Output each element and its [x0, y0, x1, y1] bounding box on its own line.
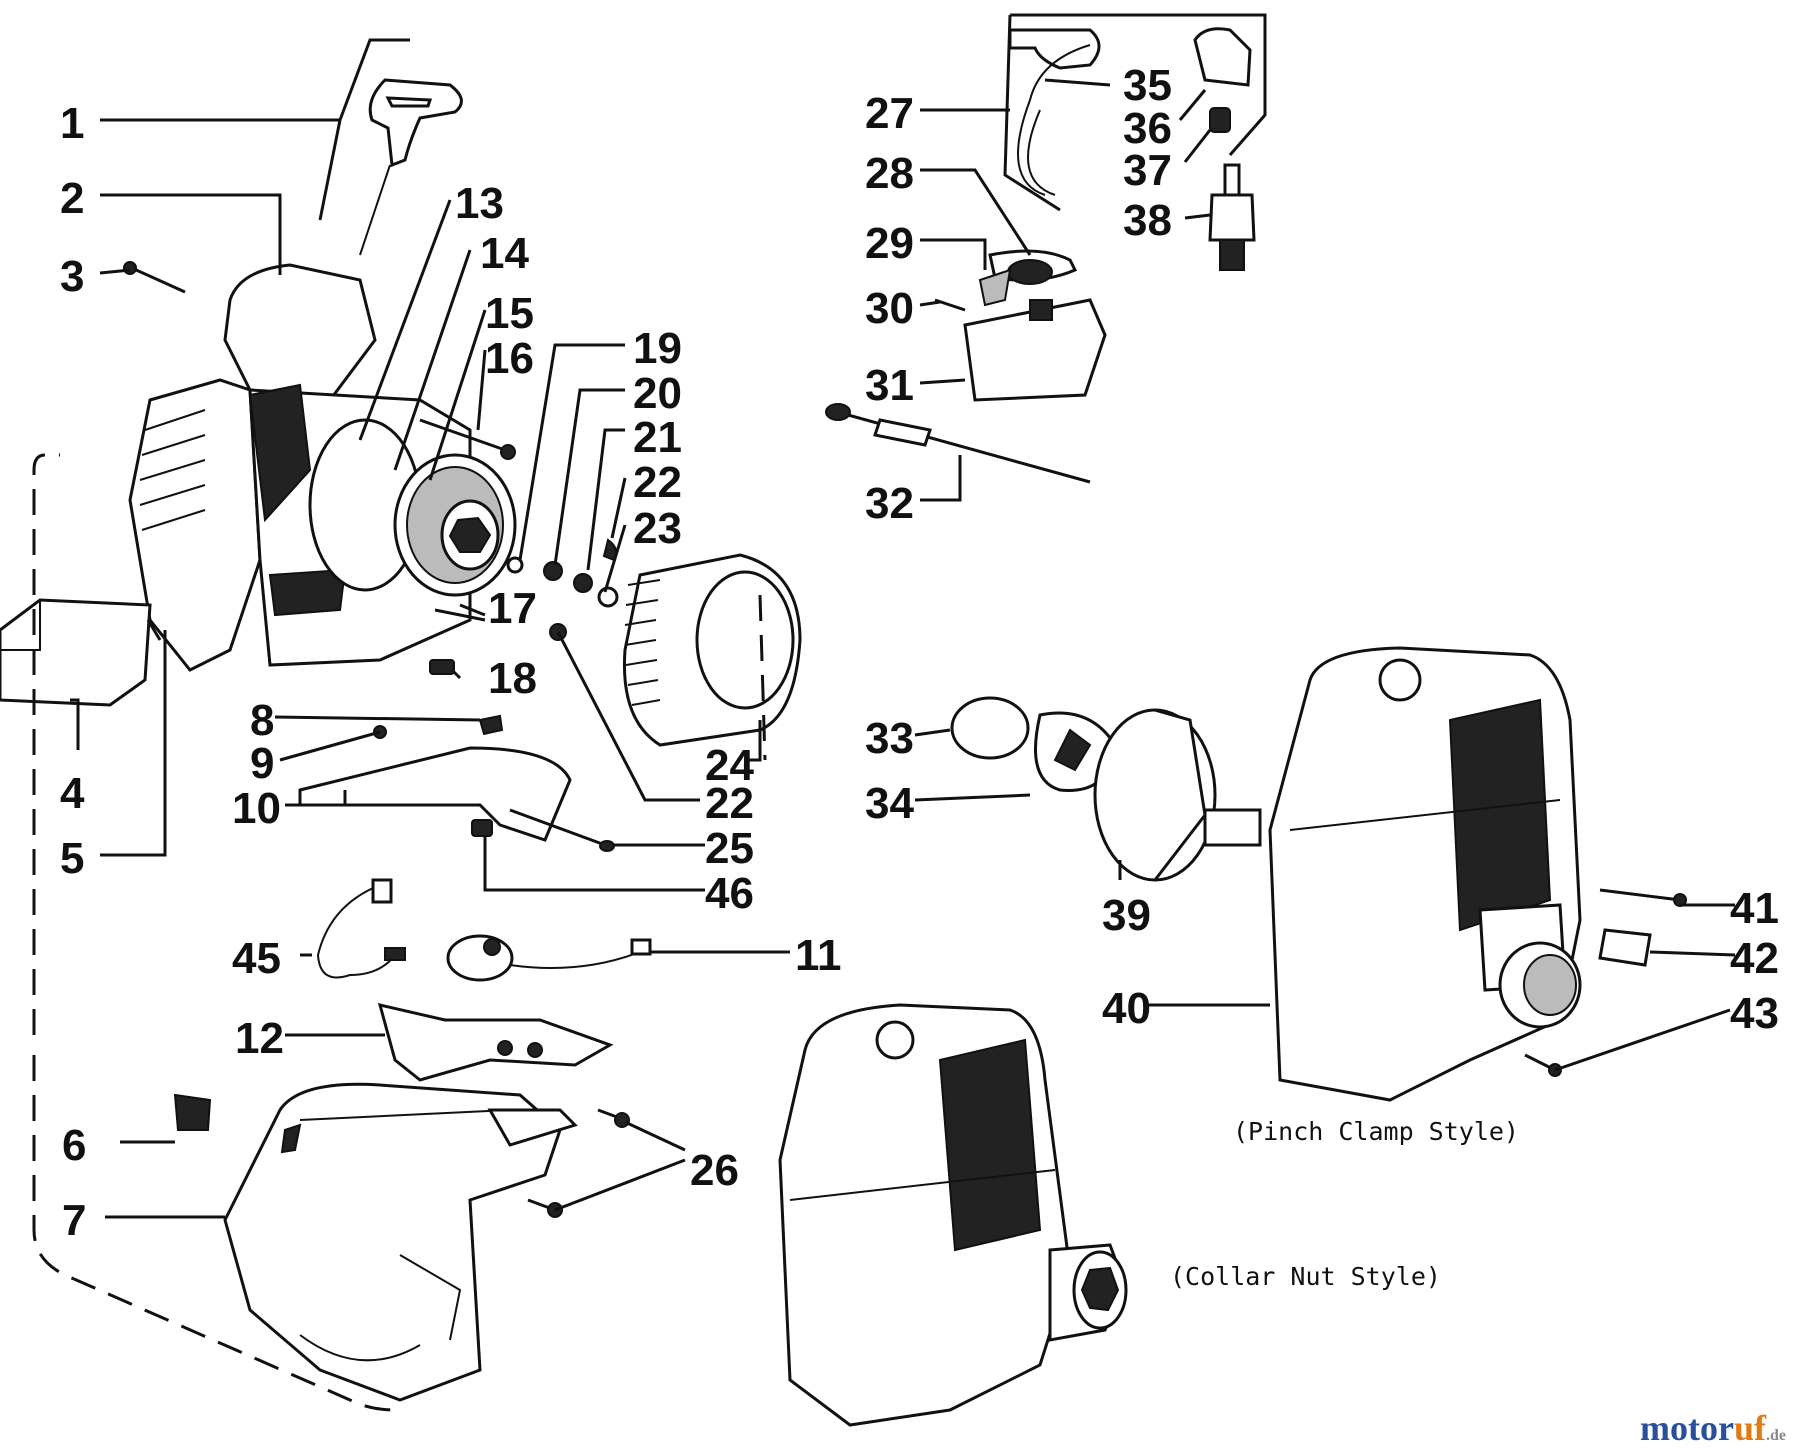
callout-9: 9 [250, 739, 274, 788]
part-fan-housing [622, 553, 802, 747]
callout-10: 10 [232, 784, 281, 833]
callout-34: 34 [865, 779, 914, 828]
part-grommet-6 [173, 1093, 212, 1131]
callout-25: 25 [705, 824, 754, 873]
part-clutch [950, 696, 1117, 792]
callout-24: 24 [705, 741, 754, 790]
part-ignition-module [934, 249, 1107, 402]
part-throttle-trigger [298, 714, 615, 852]
callout-38: 38 [1123, 196, 1172, 245]
callout-30: 30 [865, 284, 914, 333]
dashed-line-24 [758, 594, 767, 761]
callout-35: 35 [1123, 61, 1172, 110]
callout-2: 2 [60, 174, 84, 223]
watermark-part-2: uf [1733, 1408, 1766, 1448]
watermark-part-1: motor [1640, 1408, 1734, 1448]
callout-41: 41 [1730, 884, 1779, 933]
callout-13: 13 [455, 179, 504, 228]
callout-33: 33 [865, 714, 914, 763]
callout-26: 26 [690, 1146, 739, 1195]
callout-43: 43 [1730, 989, 1779, 1038]
part-wire-45 [316, 878, 406, 979]
part-air-filter [0, 598, 162, 707]
callout-19: 19 [633, 324, 682, 373]
callout-23: 23 [633, 504, 682, 553]
part-screw-3 [123, 261, 186, 294]
bracket-24 [745, 720, 762, 762]
callout-46: 46 [705, 869, 754, 918]
callout-37: 37 [1123, 146, 1172, 195]
assembly-boundary-dashed-line-bottom [32, 1055, 396, 1412]
callout-8: 8 [250, 696, 274, 745]
callout-1: 1 [60, 99, 84, 148]
callout-17: 17 [488, 584, 537, 633]
bracket-27 [1010, 13, 1267, 156]
callout-16: 16 [485, 334, 534, 383]
callout-11: 11 [795, 931, 842, 980]
part-bolt-16 [419, 418, 516, 460]
part-spark-plug-lead [1008, 27, 1252, 196]
callout-29: 29 [865, 219, 914, 268]
part-spark-plug [1208, 163, 1256, 271]
callout-20: 20 [633, 369, 682, 418]
part-switch-11 [446, 934, 652, 982]
callout-14: 14 [480, 229, 529, 278]
callout-42: 42 [1730, 934, 1779, 983]
bracket-1 [318, 38, 410, 221]
callout-7: 7 [62, 1196, 86, 1245]
watermark-logo: motoruf.de [1640, 1407, 1786, 1449]
assembly-boundary-dashed-line [32, 453, 60, 1035]
caption-collar-nut-style: (Collar Nut Style) [1170, 1262, 1441, 1291]
caption-pinch-clamp-style: (Pinch Clamp Style) [1233, 1117, 1519, 1146]
callout-4: 4 [60, 769, 85, 818]
callout-5: 5 [60, 834, 84, 883]
callout-3: 3 [60, 252, 84, 301]
callout-31: 31 [865, 361, 914, 410]
callout-40: 40 [1102, 984, 1151, 1033]
callout-39: 39 [1102, 891, 1151, 940]
callout-32: 32 [865, 479, 914, 528]
part-drum-39 [1093, 708, 1262, 882]
part-starter-handle [359, 78, 463, 256]
callout-22-top: 22 [633, 458, 682, 507]
callout-18: 18 [488, 654, 537, 703]
bracket-27-left [1003, 14, 1061, 212]
leader-lines [70, 78, 1736, 1219]
callout-27: 27 [865, 89, 914, 138]
part-gearcase-collar [778, 1003, 1128, 1427]
callout-numbers: 1 2 3 4 5 6 7 8 9 10 11 12 13 14 15 16 1… [60, 61, 1779, 1245]
callout-15: 15 [485, 289, 534, 338]
callout-6: 6 [62, 1121, 86, 1170]
callout-28: 28 [865, 149, 914, 198]
part-gearcase-pinch [1268, 646, 1687, 1102]
part-throttle-rod [825, 403, 1091, 484]
part-flywheel [308, 418, 517, 597]
part-small-hardware [429, 538, 619, 675]
callout-36: 36 [1123, 104, 1172, 153]
callout-22-bottom: 22 [705, 779, 754, 828]
callout-21: 21 [633, 413, 682, 462]
callout-12: 12 [235, 1014, 284, 1063]
callout-45: 45 [232, 934, 281, 983]
part-bracket-12 [377, 1002, 614, 1082]
part-engine-cover [223, 1082, 578, 1402]
watermark-suffix: .de [1766, 1427, 1786, 1444]
